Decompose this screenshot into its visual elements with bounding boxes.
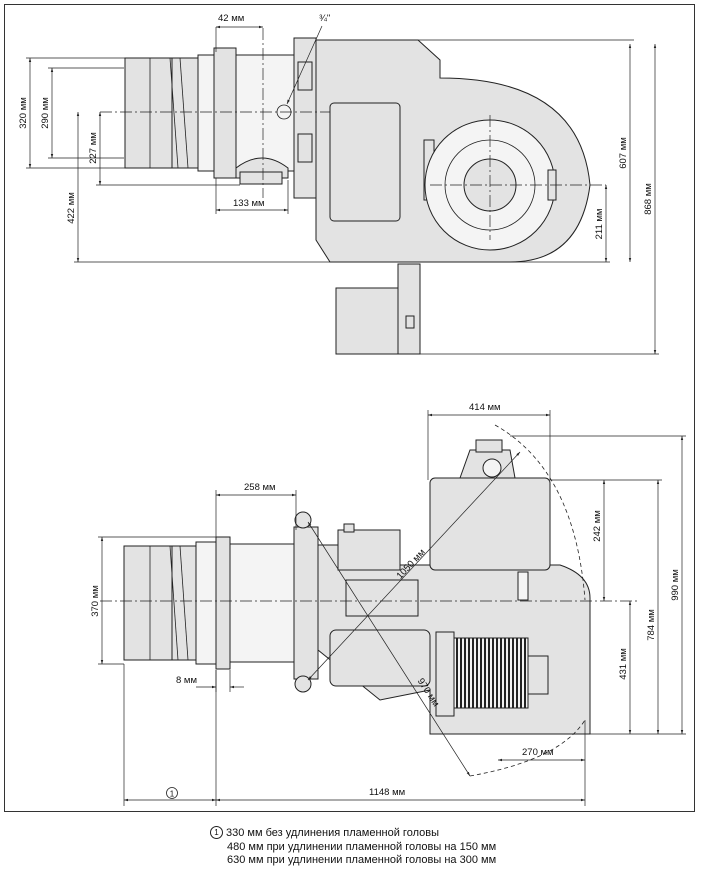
dim-320-label: 320 мм bbox=[18, 97, 29, 129]
thread-size-label: ¾" bbox=[319, 13, 330, 24]
dim-8-label: 8 мм bbox=[176, 675, 197, 686]
swing-arc-upper bbox=[494, 424, 586, 601]
footnote-line-2: 480 мм при удлинении пламенной головы на… bbox=[227, 840, 497, 853]
dim-290-label: 290 мм bbox=[40, 97, 51, 129]
dim-227-label: 227 мм bbox=[88, 132, 99, 164]
drawing-frame bbox=[4, 4, 695, 812]
side-view: 414 мм 258 мм 242 мм 1050 мм 990 мм 370 … bbox=[90, 402, 686, 806]
footnote-text-1: 330 мм без удлинения пламенной головы bbox=[226, 827, 439, 839]
top-view: 42 мм ¾" 320 мм 290 мм 227 мм 422 мм 133… bbox=[18, 13, 659, 355]
reference-marker-1 bbox=[166, 787, 178, 799]
footnote-line-3: 630 мм при удлинении пламенной головы на… bbox=[227, 854, 497, 866]
hinge-top bbox=[294, 511, 312, 529]
dim-431-label: 431 мм bbox=[618, 648, 629, 680]
dim-1148-label: 1148 мм bbox=[369, 787, 405, 798]
dim-784-label: 784 мм bbox=[646, 609, 657, 641]
swing-arc-lower bbox=[469, 719, 586, 777]
hinge-bottom bbox=[294, 675, 312, 693]
flange-side bbox=[293, 526, 319, 680]
dim-258-label: 258 мм bbox=[244, 482, 276, 493]
reference-marker-label: 1 bbox=[170, 790, 175, 799]
control-box bbox=[429, 477, 551, 571]
footnote-marker: 1 bbox=[210, 826, 223, 839]
blast-tube-top bbox=[124, 47, 295, 185]
dim-133-label: 133 мм bbox=[233, 198, 265, 209]
dim-270-label: 270 мм bbox=[522, 747, 554, 758]
dim-414-label: 414 мм bbox=[469, 402, 501, 413]
dim-242-label: 242 мм bbox=[592, 510, 603, 542]
dim-211-label: 211 мм bbox=[594, 209, 605, 240]
gas-valve-box bbox=[335, 287, 407, 355]
dim-422-label: 422 мм bbox=[66, 192, 77, 224]
dim-868-label: 868 мм bbox=[643, 183, 654, 215]
blast-tube-side bbox=[123, 536, 297, 670]
dim-990-label: 990 мм bbox=[670, 569, 681, 601]
dim-370-label: 370 мм bbox=[90, 585, 101, 617]
dim-607-label: 607 мм bbox=[618, 137, 629, 169]
dim-42-label: 42 мм bbox=[218, 13, 244, 24]
